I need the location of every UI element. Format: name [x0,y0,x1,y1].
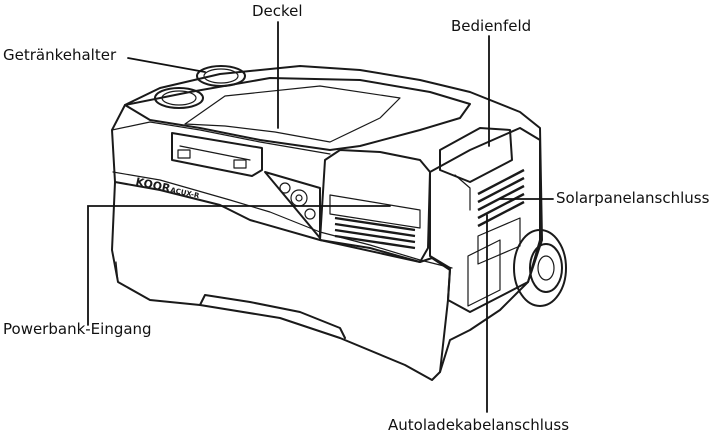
leader-powerbank [87,205,391,326]
latch [171,132,263,177]
cup-holders [154,65,246,109]
label-getraenkehalter: Getränkehalter [3,46,117,64]
wheel [513,229,567,307]
side-panel [429,127,541,313]
label-powerbank-eingang: Powerbank-Eingang [3,320,152,338]
lid [111,77,471,155]
leader-getraenkehalter [127,57,206,73]
brand-mark: KOOR [134,175,172,195]
model-mark: ACUX-R [170,186,201,200]
control-buttons [264,171,321,239]
label-autoladekabelanschluss: Autoladekabelanschluss [388,416,570,434]
leader-lines [87,21,554,413]
label-solarpanelanschluss: Solarpanelanschluss [556,189,710,207]
label-deckel: Deckel [252,2,303,20]
label-bedienfeld: Bedienfeld [451,17,532,35]
cooler-body [111,65,543,381]
